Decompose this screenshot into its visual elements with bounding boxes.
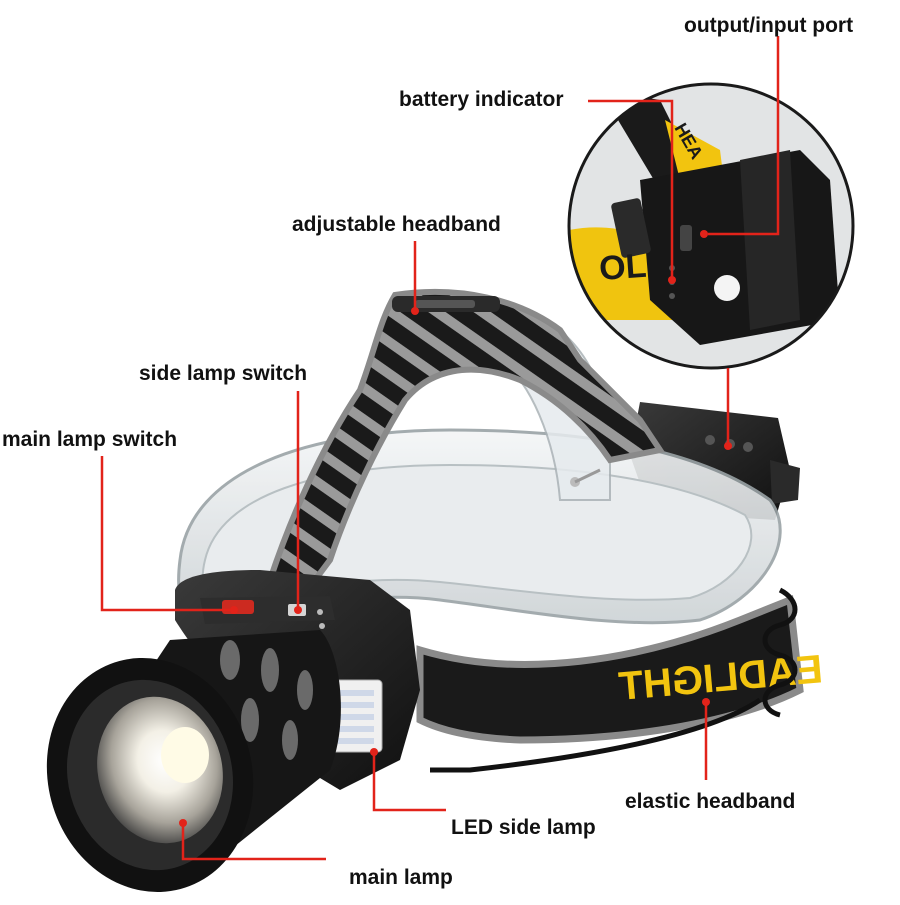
main-lamp-lens bbox=[46, 658, 254, 892]
main-lamp-switch-button[interactable] bbox=[222, 600, 254, 614]
label-led-side-lamp: LED side lamp bbox=[451, 816, 596, 839]
leader-output-port bbox=[708, 36, 780, 236]
label-main-lamp: main lamp bbox=[349, 866, 453, 889]
label-main-lamp-switch: main lamp switch bbox=[2, 428, 178, 451]
inset-detail: OL HEA bbox=[567, 82, 855, 370]
label-side-lamp-switch: side lamp switch bbox=[139, 362, 308, 385]
leader-led-side-lamp bbox=[372, 752, 446, 812]
leader-main-lamp bbox=[181, 823, 326, 861]
inset-side-print: OL bbox=[598, 247, 648, 288]
label-adjustable-headband: adjustable headband bbox=[292, 213, 501, 236]
leader-battery-indicator bbox=[588, 99, 674, 278]
leader-dots bbox=[179, 230, 732, 827]
adjustable-headband-strap bbox=[266, 288, 665, 605]
leader-lines bbox=[100, 36, 780, 861]
led-side-lamp-panel bbox=[329, 679, 383, 753]
label-elastic-headband: elastic headband bbox=[625, 790, 796, 813]
leader-main-lamp-switch bbox=[100, 456, 232, 612]
label-output-input-port: output/input port bbox=[684, 14, 854, 37]
coiled-cable bbox=[430, 587, 798, 773]
label-battery-indicator: battery indicator bbox=[399, 88, 564, 111]
